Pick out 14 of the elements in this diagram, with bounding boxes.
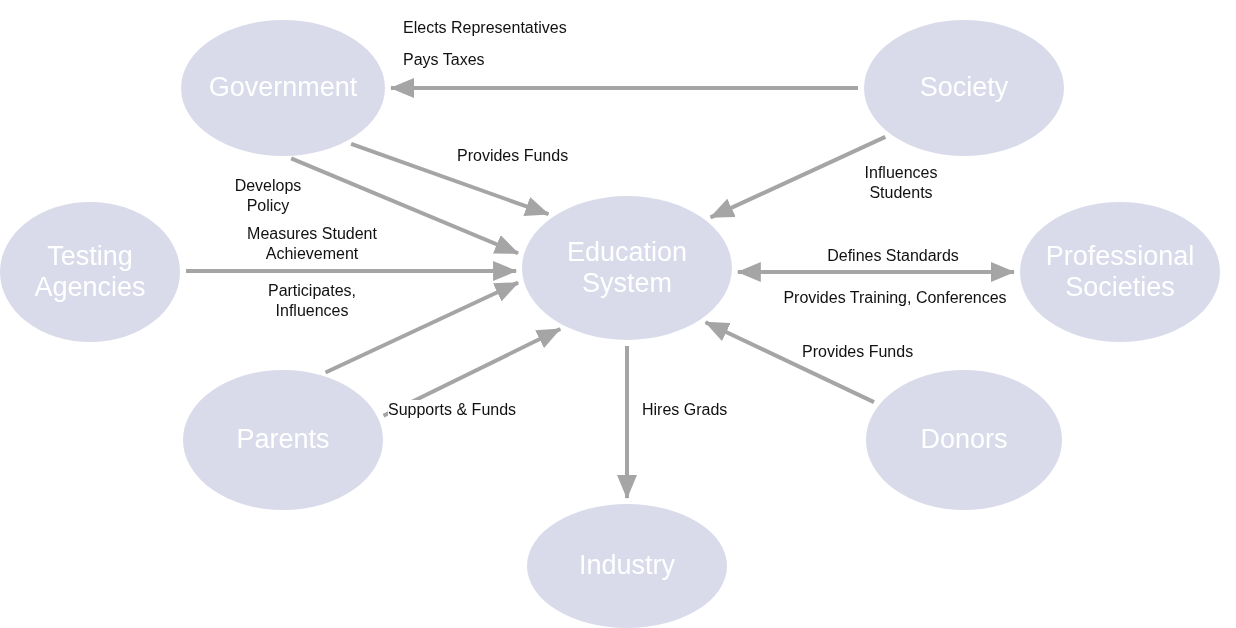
arrow (290, 156, 519, 256)
annotation-text: Elects Representatives (403, 18, 567, 38)
arrow (617, 346, 637, 499)
double-arrow (736, 262, 1015, 282)
arrow (324, 280, 519, 375)
arrow (704, 320, 875, 404)
arrow (709, 135, 887, 220)
edge-label: Pays Taxes (403, 50, 485, 70)
arrow (350, 141, 550, 217)
arrow (186, 261, 518, 281)
arrow (390, 78, 858, 98)
edge-label: Supports & Funds (388, 400, 517, 420)
annotation-text: Provides Training, Conferences (783, 288, 1007, 308)
arrow (382, 327, 562, 418)
